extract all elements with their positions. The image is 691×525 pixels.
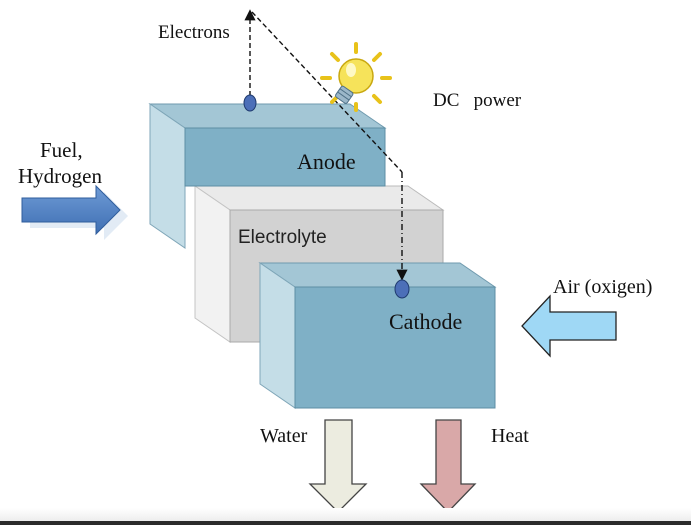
window-bottom-strip (0, 508, 691, 525)
anode-label: Anode (297, 149, 356, 174)
heat-arrow-icon (419, 419, 477, 513)
fuel-arrow-icon (21, 184, 128, 240)
hydrogen-label: Hydrogen (18, 164, 102, 188)
water-label: Water (260, 425, 308, 447)
dc-power-label: DC power (433, 90, 522, 111)
anode-block (148, 103, 387, 249)
anode-terminal (243, 94, 257, 112)
light-bulb-icon (320, 42, 392, 112)
electrolyte-label: Electrolyte (238, 227, 327, 248)
cathode-terminal (394, 279, 410, 299)
electrons-label: Electrons (158, 22, 230, 43)
heat-label: Heat (491, 425, 529, 447)
air-arrow-icon (521, 294, 617, 358)
electron-diagonal-line (251, 11, 403, 173)
cathode-block (258, 262, 497, 409)
water-arrow-icon (308, 419, 368, 513)
window-bottom-edge (0, 521, 691, 525)
air-label: Air (oxigen) (553, 276, 652, 298)
electron-circuit (243, 9, 410, 299)
cathode-label: Cathode (389, 309, 462, 334)
fuel-label: Fuel, (40, 138, 83, 162)
